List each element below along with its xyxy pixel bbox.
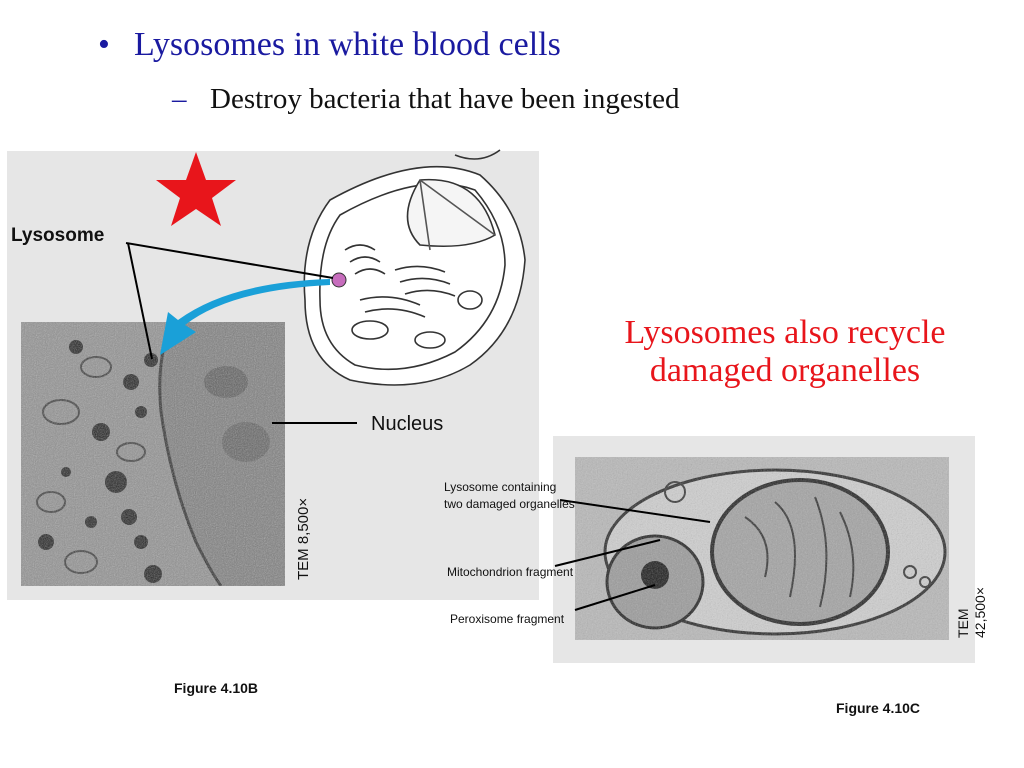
tem-b-magnification: TEM 8,500× xyxy=(295,497,312,580)
leader-mitochondrion xyxy=(554,539,661,567)
bullet-2-text: Destroy bacteria that have been ingested xyxy=(210,83,680,115)
tem-micrograph-c xyxy=(575,457,949,640)
peroxisome-fragment-label: Peroxisome fragment xyxy=(450,612,565,626)
bullet-2: – Destroy bacteria that have been ingest… xyxy=(172,83,679,116)
nucleus-label: Nucleus xyxy=(371,413,444,435)
lysosome-highlight xyxy=(331,272,347,288)
tem-c-label: TEM xyxy=(955,608,971,638)
recycle-callout-line2: damaged organelles xyxy=(649,352,921,389)
leader-lysosome-to-tem xyxy=(127,242,153,360)
recycle-callout-line1: Lysosomes also recycle xyxy=(624,314,946,351)
lysosome-label: Lysosome xyxy=(11,225,105,246)
tem-micrograph-b xyxy=(21,322,285,586)
cell-illustration xyxy=(303,149,526,386)
figure-b-caption: Figure 4.10B xyxy=(174,680,259,696)
bullet-1-text: Lysosomes in white blood cells xyxy=(134,26,561,63)
recycle-callout: Lysosomes also recycle damaged organelle… xyxy=(575,314,995,390)
mitochondrion-fragment-label: Mitochondrion fragment xyxy=(447,565,574,579)
arrow-icon xyxy=(160,279,330,355)
leader-lysosome-c xyxy=(559,499,711,523)
figure-c-caption: Figure 4.10C xyxy=(836,700,921,716)
bullet-marker: • xyxy=(98,26,110,63)
star-icon xyxy=(156,152,236,226)
tem-c-magnification: 42,500× xyxy=(972,587,988,638)
lysosome-containing-label-line1: Lysosome containing xyxy=(444,480,557,494)
lysosome-containing-label-line2: two damaged organelles xyxy=(444,497,575,511)
leader-peroxisome xyxy=(574,584,656,611)
bullet-1: • Lysosomes in white blood cells xyxy=(98,26,561,64)
leader-lysosome-to-cell xyxy=(125,242,334,279)
sub-bullet-marker: – xyxy=(172,83,187,115)
